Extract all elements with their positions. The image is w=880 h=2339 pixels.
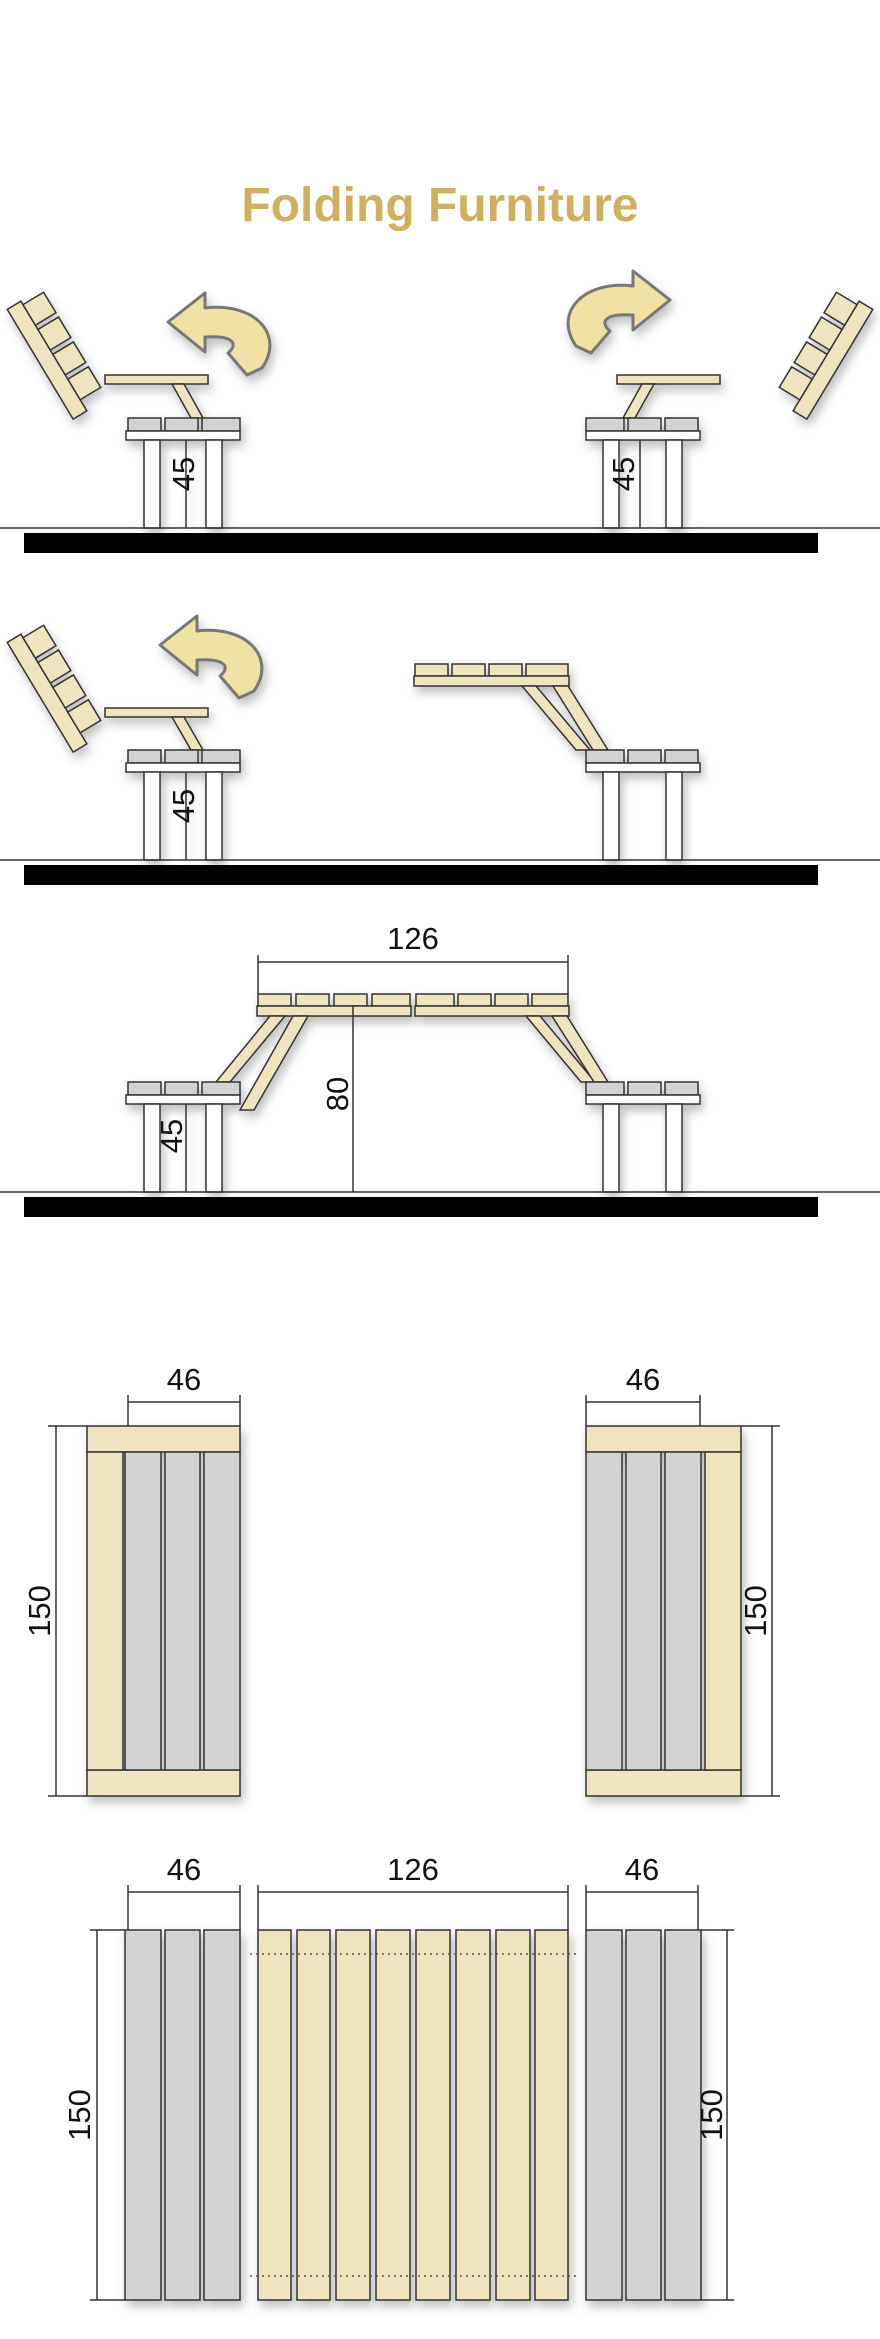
row3-table-length: 126 [387,921,439,956]
row2-right-bench-unfolded [413,663,701,861]
curved-arrow-left-icon [166,291,272,377]
curved-arrow-right-icon [566,269,672,355]
plan-picnic-table [124,1929,702,2301]
row3-seat-height: 45 [154,1119,189,1153]
row1-right-bench [585,291,874,529]
plan-right-length: 150 [738,1585,773,1637]
plan-table-dimension-lines [90,1885,734,2301]
row2-left-seat-height: 45 [166,789,201,823]
plan-left-width: 46 [167,1362,201,1397]
plan-left-dimension-lines [48,1395,241,1797]
plan-table-length: 126 [387,1852,439,1887]
plan-left-length: 150 [22,1585,57,1637]
plan-table-right-length: 150 [694,2089,729,2141]
plan-left-bench [86,1425,241,1797]
plan-right-dimension-lines [585,1395,780,1797]
plan-right-width: 46 [626,1362,660,1397]
row1-ground-bar [24,533,818,553]
plan-table-hidden-frame-lines [250,1953,576,2277]
plan-table-right-width: 46 [625,1852,659,1887]
plan-table-left-length: 150 [62,2089,97,2141]
row3-ground-bar [24,1197,818,1217]
row3-dimension-lines [257,955,569,1192]
row3-table-height: 80 [320,1077,355,1111]
row3-picnic-table [125,993,701,1193]
page-title: Folding Furniture [241,179,639,232]
plan-table-left-width: 46 [167,1852,201,1887]
row1-right-seat-height: 45 [606,457,641,491]
row1-left-seat-height: 45 [166,457,201,491]
plan-right-bench [585,1425,742,1797]
row2-ground-bar [24,865,818,885]
row2-left-bench [6,624,241,861]
row1-left-bench [6,291,241,529]
curved-arrow-left-icon [158,614,264,700]
